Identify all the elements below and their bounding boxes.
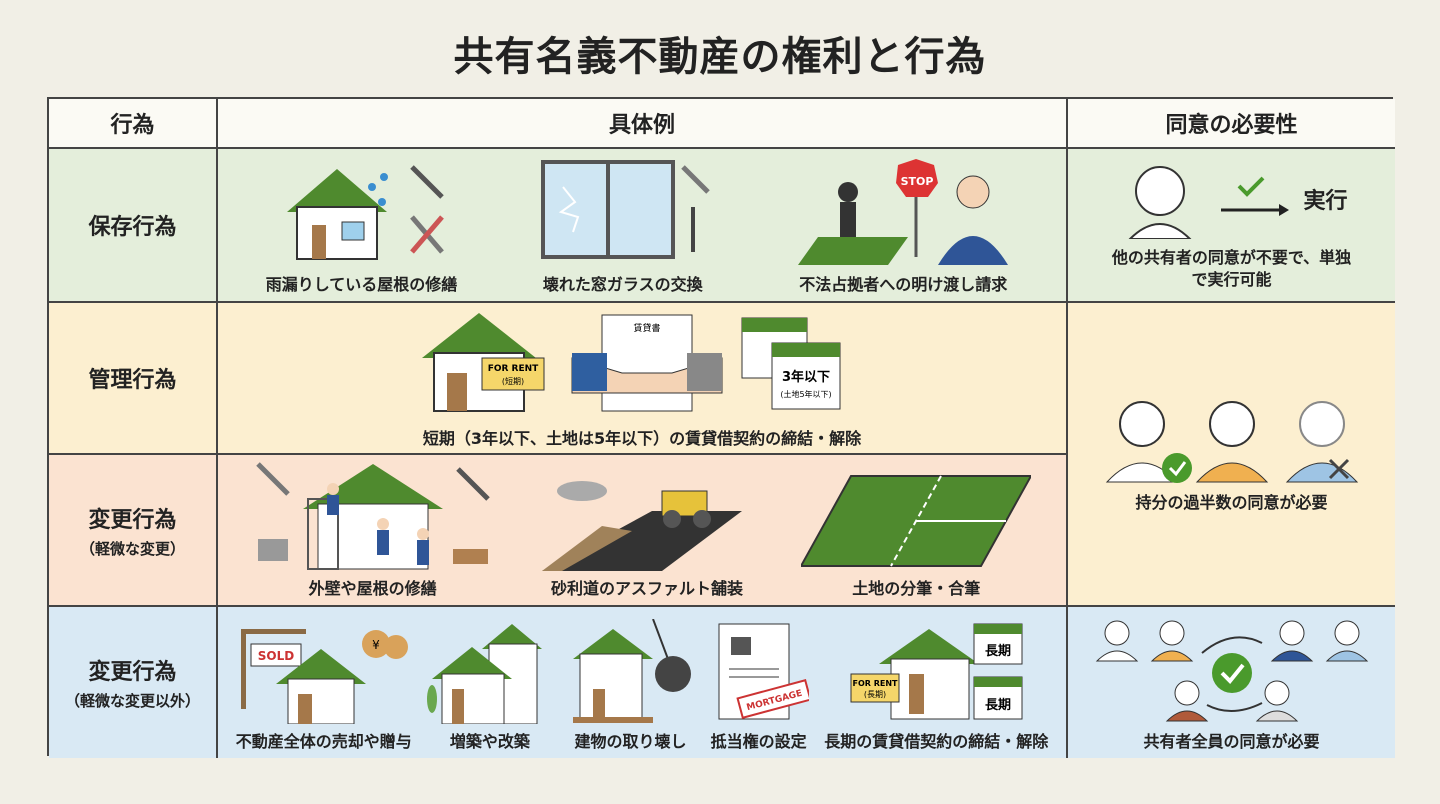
example-label: 長期の賃貸借契約の締結・解除 [824,732,1049,751]
examples-row-1: 雨漏りしている屋根の修繕 壊れた窓ガラスの交換 STOP 不法占拠者への明け渡し… [218,149,1068,303]
asphalt-roller-icon [541,481,742,571]
rental-contract-icons: FOR RENT (短期) 賃貸書 3年以下 (土地5年以下) [422,313,841,412]
extended-house-icon [427,624,543,724]
example-roof-repair: 雨漏りしている屋根の修繕 [265,157,458,295]
example-demolition: 建物の取り壊し [568,619,693,752]
header-consent: 同意の必要性 [1068,99,1395,149]
example-window-glass: 壊れた窓ガラスの交換 [533,157,713,295]
example-label: 不法占拠者への明け渡し請求 [799,275,1008,294]
action-sub-label: （軽微な変更以外） [64,692,200,710]
doc-title: 賃貸書 [633,322,660,334]
page-title: 共有名義不動産の権利と行為 [453,34,987,80]
action-sub-label: （軽微な変更） [79,539,185,558]
consent-unanimous: 共有者全員の同意が必要 [1068,607,1395,758]
example-label: 砂利道のアスファルト舗装 [550,579,743,598]
person-icon [1129,166,1192,240]
rights-table: 行為 具体例 同意の必要性 保存行為 雨漏りしている屋根の修繕 壊れた窓ガラスの… [47,97,1395,758]
three-people-majority-icon [1105,401,1358,484]
sold-text: SOLD [258,649,294,663]
wrecking-ball-icon [573,619,691,723]
consent-none-required: 実行 他の共有者の同意が不要で、単独で実行可能 [1068,149,1395,303]
consent-text: 他の共有者の同意が不要で、単独で実行可能 [1111,248,1352,289]
all-owners-consent-icon [1095,620,1368,722]
header-action: 行為 [49,99,218,149]
execute-label: 実行 [1303,189,1348,215]
header-examples: 具体例 [218,99,1068,149]
example-paving: 砂利道のアスファルト舗装 [541,471,752,599]
stop-sign-eviction-icon: STOP [798,159,1009,265]
example-eviction: STOP 不法占拠者への明け渡し請求 [788,157,1018,295]
example-label: 抵当権の設定 [710,732,807,751]
example-wall-roof-repair: 外壁や屋根の修繕 [253,459,493,599]
example-label: 外壁や屋根の修繕 [308,579,437,598]
action-label: 保存行為 [88,215,177,240]
example-label: 土地の分筆・合筆 [852,579,981,598]
action-label: 変更行為 [88,660,177,685]
calendar-text: 長期 [985,644,1011,659]
calendar-text: 長期 [985,698,1011,713]
action-minor-change: 変更行為 （軽微な変更） [49,455,218,607]
examples-row-3: 外壁や屋根の修繕 砂利道のアスファルト舗装 土地の分筆・合筆 [218,455,1068,607]
stop-text: STOP [901,175,934,188]
check-arrow-icon [1221,176,1290,217]
action-major-change: 変更行為 （軽微な変更以外） [49,607,218,758]
sign-text: FOR RENT [488,364,539,374]
broken-window-icon [540,160,710,259]
consent-majority: 持分の過半数の同意が必要 [1068,303,1395,607]
land-plot-icon [801,475,1032,567]
sold-house-money-icon: SOLD ¥ [241,629,409,724]
house-rain-tools-icon [286,165,444,260]
consent-text: 持分の過半数の同意が必要 [1135,493,1328,513]
example-label: 雨漏りしている屋根の修繕 [265,275,458,294]
example-sale-gift: SOLD ¥ 不動産全体の売却や贈与 [236,619,412,752]
example-land-subdivision: 土地の分筆・合筆 [801,471,1032,599]
example-label: 短期（3年以下、土地は5年以下）の賃貸借契約の締結・解除 [422,429,862,448]
sign-sub-text: (長期) [864,690,886,699]
consent-text: 共有者全員の同意が必要 [1143,731,1320,751]
example-extension: 増築や改築 [427,619,552,752]
example-label: 壊れた窓ガラスの交換 [542,275,703,294]
action-management: 管理行為 [49,303,218,455]
action-label: 管理行為 [88,368,177,393]
examples-row-4: SOLD ¥ 不動産全体の売却や贈与 増築や改築 建物の取り壊し MORTGAGE… [218,607,1068,758]
action-label: 変更行為 [88,507,177,533]
construction-workers-icon [255,462,490,570]
example-mortgage: MORTGAGE 抵当権の設定 [709,619,809,752]
calendar-text: 3年以下 [782,369,830,385]
sign-text: FOR RENT [852,679,898,688]
calendar-sub-text: (土地5年以下) [780,389,831,399]
example-label: 不動産全体の売却や贈与 [235,732,412,751]
yen-text: ¥ [372,638,380,652]
examples-row-2: FOR RENT (短期) 賃貸書 3年以下 (土地5年以下) 短期（3年以下、土地… [218,303,1068,455]
sign-sub-text: (短期) [502,376,524,386]
action-preservation: 保存行為 [49,149,218,303]
example-label: 増築や改築 [449,732,530,751]
mortgage-document-icon: MORTGAGE [718,623,809,720]
example-label: 建物の取り壊し [574,732,687,751]
example-long-term-lease: FOR RENT(長期)長期長期 長期の賃貸借契約の締結・解除 [824,619,1048,752]
